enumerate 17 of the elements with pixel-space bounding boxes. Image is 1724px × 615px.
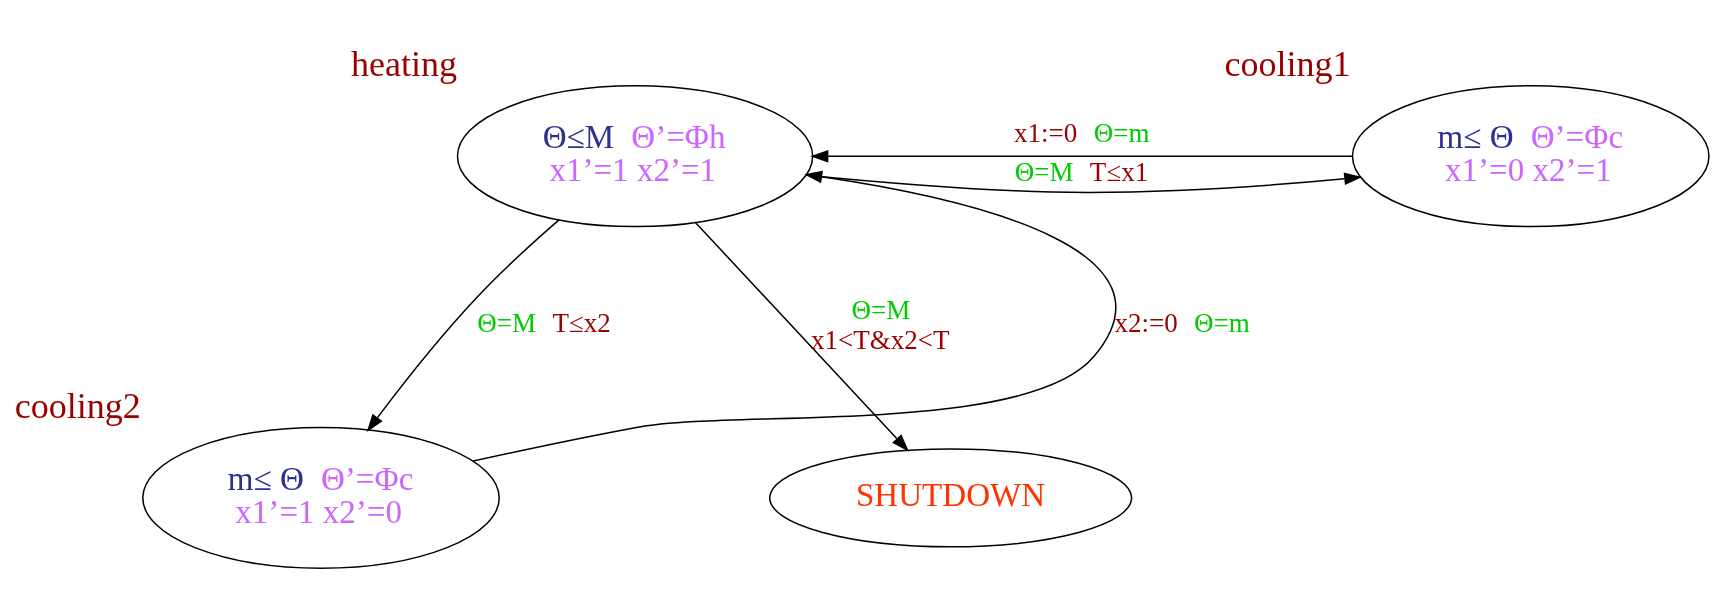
arrow [472,170,1117,462]
arrow [805,172,1363,194]
edge-label: x2:=0 Θ=m [1114,308,1250,339]
edge-label: Θ=M T≤x1 [1014,156,1149,187]
node-label: cooling2 [14,385,141,426]
edge-label: Θ=M x1<T&x2<T [810,294,950,355]
node-label: heating [350,43,458,84]
edge-label: Θ=M T≤x2 [477,308,611,339]
arrow [366,219,560,432]
node-label: cooling1 [1224,43,1351,84]
node-ellipse: SHUTDOWN [768,448,1133,548]
node-ellipse: m≤ Θ Θ’=Φc x1’=0 x2’=1 [1351,85,1710,228]
node-ellipse: m≤ Θ Θ’=Φc x1’=1 x2’=0 [142,426,500,569]
arrow [810,149,1353,163]
edge-label: x1:=0 Θ=m [1014,117,1150,148]
arrow [694,221,910,452]
node-ellipse: Θ≤M Θ’=Φh x1’=1 x2’=1 [456,85,814,228]
